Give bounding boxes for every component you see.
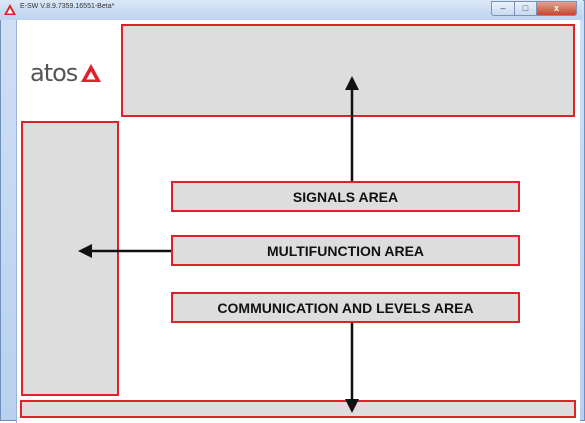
atos-app-icon [4, 4, 16, 15]
communication-levels-area-label: COMMUNICATION AND LEVELS AREA [171, 292, 520, 323]
close-button[interactable]: x [537, 1, 577, 16]
window-title: E-SW V.8.9.7359.16551-Beta* [20, 3, 115, 10]
window-controls: – □ x [491, 1, 577, 16]
signals-arrow-head [345, 76, 359, 90]
multifunction-arrow-head [78, 244, 92, 258]
minimize-button[interactable]: – [491, 1, 515, 16]
signals-area-label: SIGNALS AREA [171, 181, 520, 212]
title-bar[interactable]: E-SW V.8.9.7359.16551-Beta* – □ x [0, 0, 583, 20]
multifunction-area-label: MULTIFUNCTION AREA [171, 235, 520, 266]
atos-logo: atos [30, 59, 102, 87]
maximize-button[interactable]: □ [515, 1, 537, 16]
logo-text: atos [30, 59, 78, 87]
logo-triangle-icon [81, 64, 102, 82]
multifunction-area-panel [21, 121, 119, 396]
communication-arrow-head [345, 399, 359, 413]
signals-area-panel [121, 24, 575, 117]
communication-levels-area-panel [20, 400, 576, 418]
